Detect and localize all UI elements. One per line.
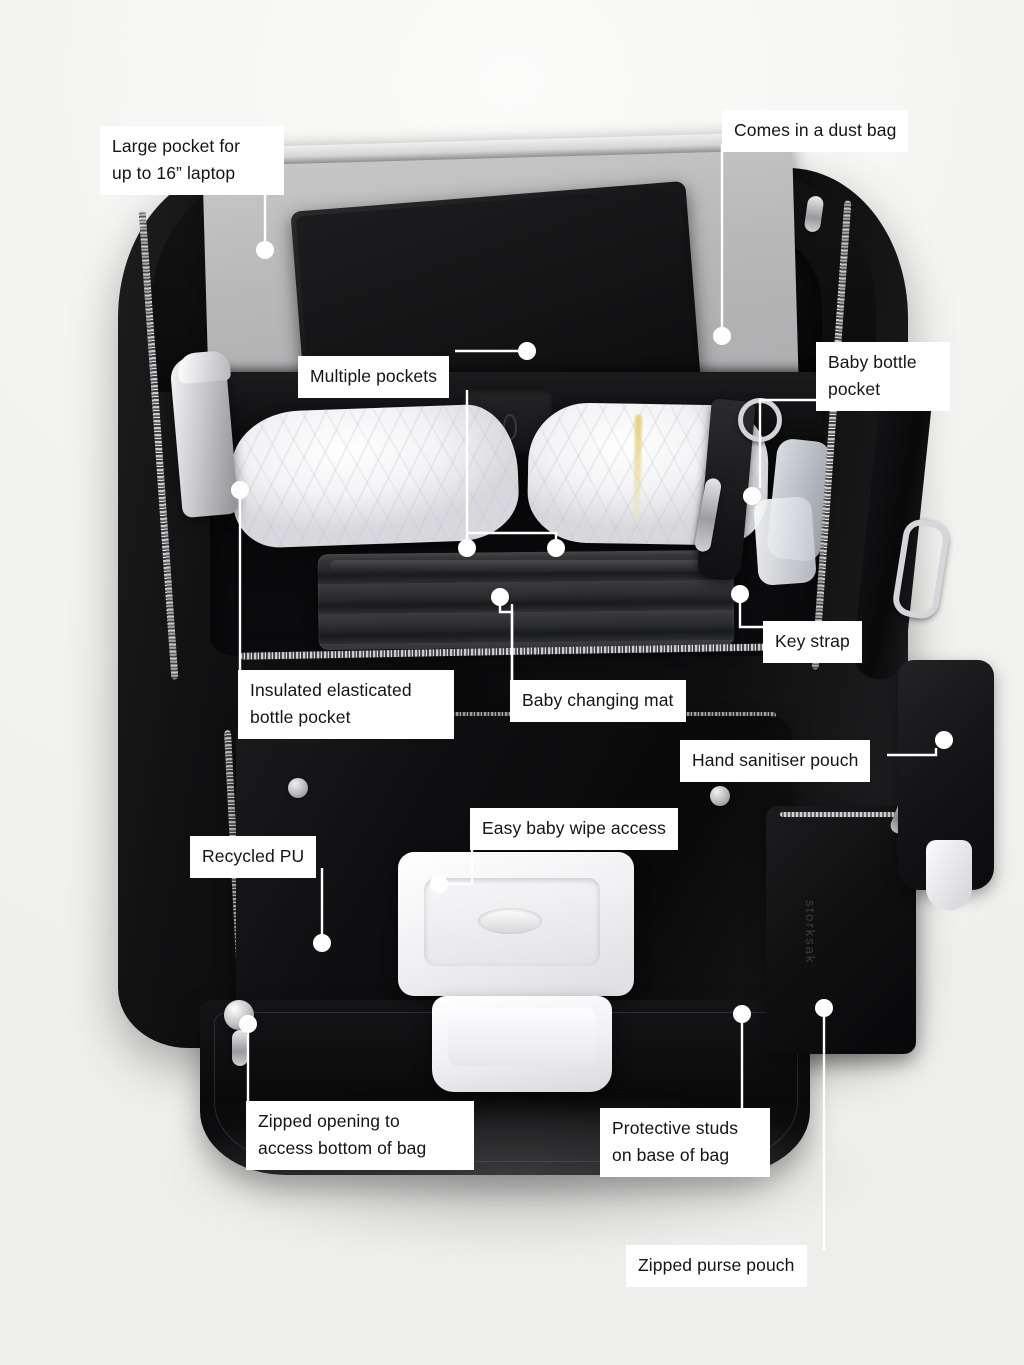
dust-bag-contents xyxy=(926,840,972,910)
callout-zipped-opening[interactable]: Zipped opening to access bottom of bag xyxy=(246,1101,474,1171)
changing-mat-fold xyxy=(330,560,722,572)
callout-changing-mat[interactable]: Baby changing mat xyxy=(510,680,686,723)
callout-laptop-pocket[interactable]: Large pocket for up to 16” laptop xyxy=(100,126,284,196)
purse-zip xyxy=(780,812,904,817)
callout-dust-bag[interactable]: Comes in a dust bag xyxy=(722,110,909,153)
callout-zipped-purse-pouch[interactable]: Zipped purse pouch xyxy=(626,1245,807,1288)
callout-key-strap[interactable]: Key strap xyxy=(763,621,862,664)
protective-stud-left xyxy=(288,778,308,798)
callout-recycled-pu[interactable]: Recycled PU xyxy=(190,836,317,879)
callout-hand-sanitiser-pouch[interactable]: Hand sanitiser pouch xyxy=(680,740,871,783)
callout-protective-studs[interactable]: Protective studs on base of bag xyxy=(600,1108,770,1178)
protective-stud-right xyxy=(710,786,730,806)
callout-insulated-bottle-pocket[interactable]: Insulated elasticated bottle pocket xyxy=(238,670,454,740)
callout-wipe-access[interactable]: Easy baby wipe access xyxy=(470,808,678,851)
zipped-purse-pouch xyxy=(766,806,916,1054)
callout-baby-bottle-pocket[interactable]: Baby bottle pocket xyxy=(816,342,950,412)
zip-pull-tab-bottom-left xyxy=(232,1030,248,1066)
wipe-box-opening xyxy=(424,878,600,966)
callout-multiple-pockets[interactable]: Multiple pockets xyxy=(298,356,450,399)
wipe-box-lid xyxy=(432,996,612,1092)
